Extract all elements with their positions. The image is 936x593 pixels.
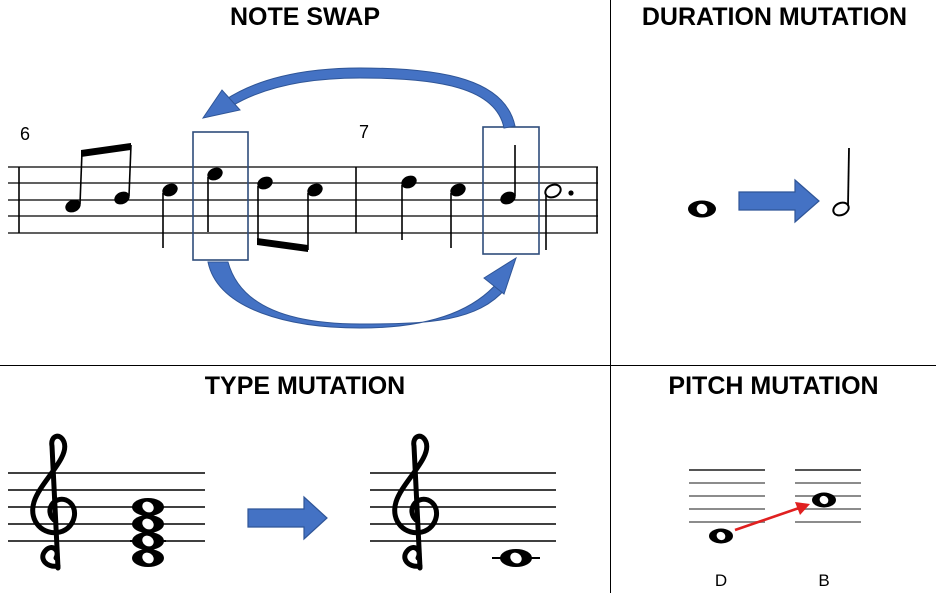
whole-note	[688, 200, 716, 218]
staff-fragment-right	[795, 469, 861, 523]
note-d	[709, 528, 733, 544]
measure-number-7: 7	[359, 122, 369, 142]
swap-box-right	[482, 126, 540, 255]
duration-mutation-panel: DURATION MUTATION	[611, 0, 936, 365]
type-mutation-panel: TYPE MUTATION	[0, 366, 610, 593]
pitch-arrow	[734, 502, 810, 532]
swap-arrow-bottom	[207, 256, 517, 329]
beamed-eighth-notes-1	[65, 143, 132, 213]
label-b: B	[818, 571, 829, 590]
note-swap-score: 6 7	[8, 67, 598, 329]
label-d: D	[715, 571, 727, 590]
chord	[130, 498, 166, 567]
swap-box-left	[192, 131, 249, 261]
staff-left	[8, 472, 205, 542]
treble-clef-icon	[392, 433, 439, 571]
staff-fragment-left	[689, 469, 765, 523]
type-mutation-diagram	[8, 433, 556, 571]
dotted-half-note	[544, 183, 574, 250]
barlines	[18, 167, 598, 233]
swap-source-note	[207, 167, 223, 232]
half-note	[832, 147, 850, 217]
horizontal-divider	[0, 365, 936, 366]
single-whole-note	[492, 549, 540, 567]
duration-mutation-title: DURATION MUTATION	[641, 3, 908, 31]
note-swap-title: NOTE SWAP	[229, 3, 380, 31]
vertical-divider	[610, 0, 611, 593]
staff-right	[370, 472, 556, 542]
note-b	[812, 492, 836, 508]
treble-clef-icon	[30, 433, 77, 571]
swap-arrow-top	[201, 67, 516, 129]
swap-target-note	[500, 145, 516, 205]
note-swap-panel: NOTE SWAP 6 7	[0, 0, 610, 365]
mutation-arrow	[738, 178, 820, 224]
pitch-mutation-diagram: D B	[689, 469, 861, 590]
pitch-mutation-panel: PITCH MUTATION	[611, 366, 936, 593]
measure-number-6: 6	[20, 124, 30, 144]
duration-mutation-diagram	[688, 147, 850, 224]
beamed-eighth-notes-2	[257, 176, 323, 252]
quarter-note-1	[162, 183, 178, 248]
quarter-note-2	[401, 175, 417, 240]
type-mutation-title: TYPE MUTATION	[204, 372, 406, 400]
quarter-note-3	[450, 183, 466, 248]
staff	[8, 166, 598, 234]
mutation-arrow	[247, 495, 328, 541]
pitch-mutation-title: PITCH MUTATION	[668, 372, 879, 400]
